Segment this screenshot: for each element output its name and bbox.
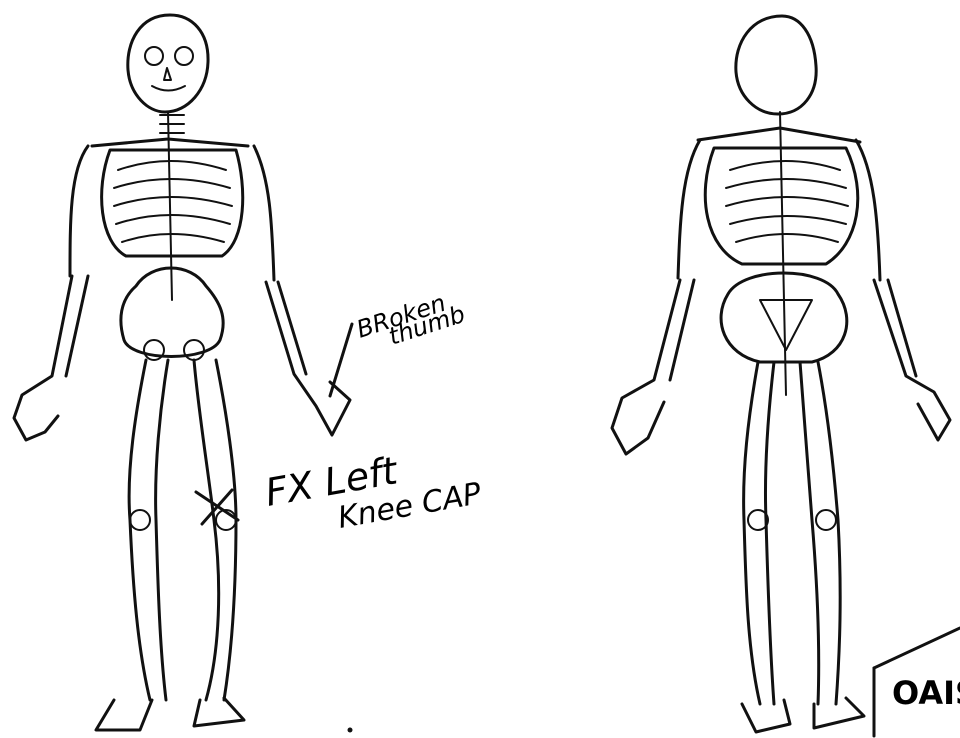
corner-stamp: OAIS: [874, 628, 960, 736]
corner-stamp-text: OAIS: [892, 674, 960, 712]
skeleton-back-icon: [612, 16, 950, 732]
stray-ink-dot: [348, 728, 353, 733]
skeleton-front-icon: [14, 15, 350, 730]
hand-pointer-line: [330, 324, 352, 396]
